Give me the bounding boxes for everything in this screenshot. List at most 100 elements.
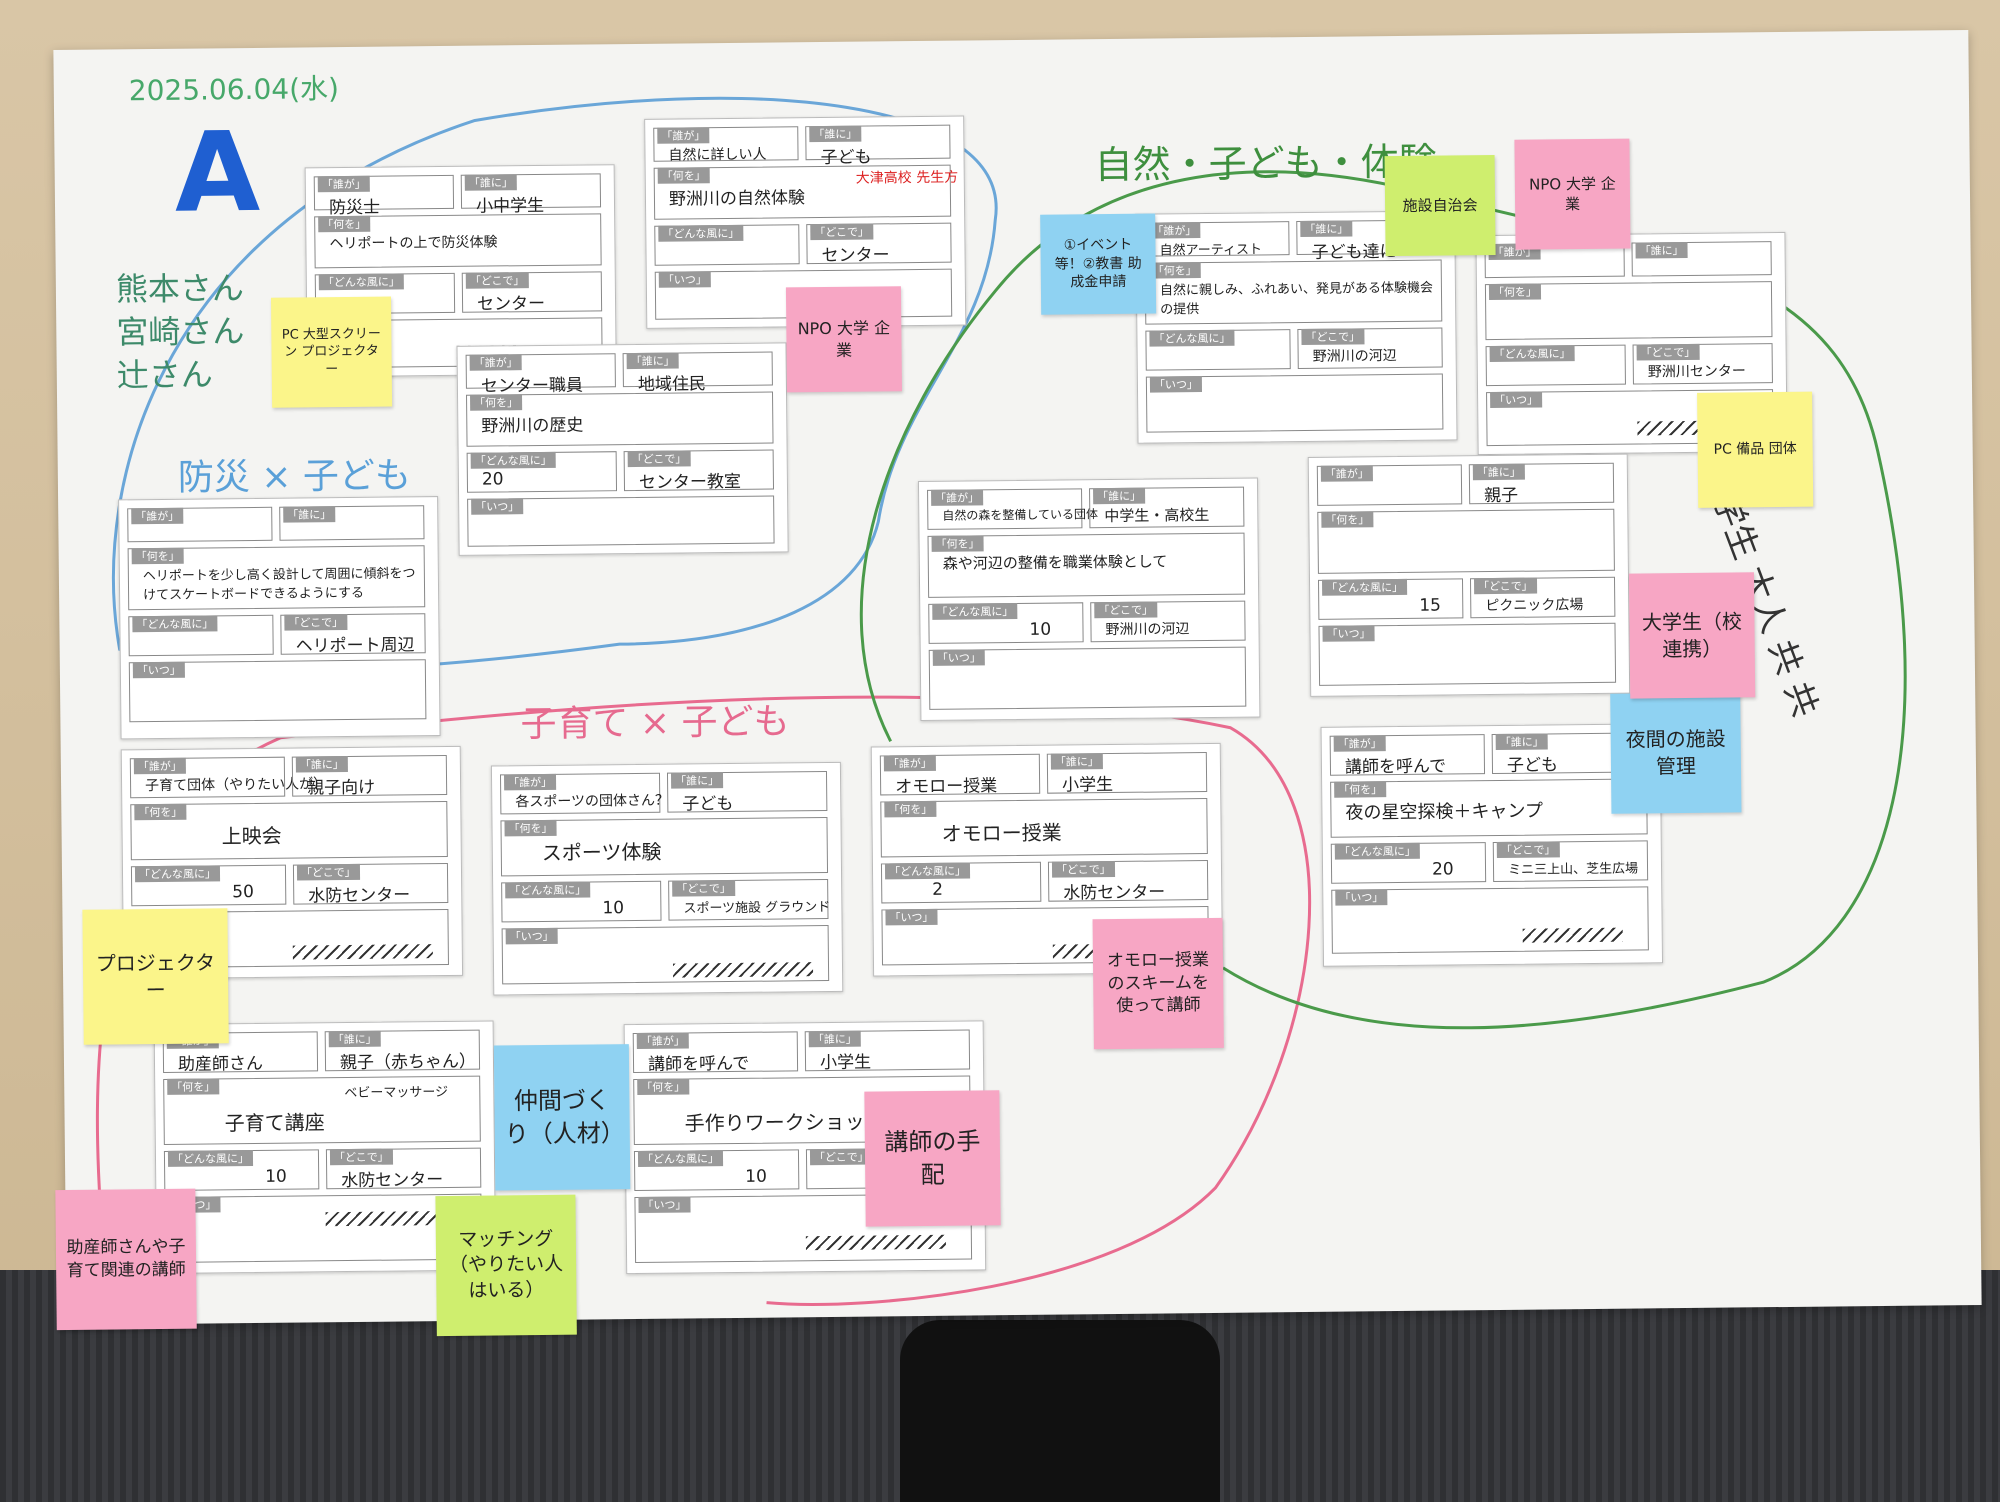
member-1: 熊本さん bbox=[115, 269, 245, 309]
when-field: 「いつ」 bbox=[928, 646, 1247, 710]
sticky-note-omoro: オモロー授業のスキームを使って講師 bbox=[1092, 917, 1224, 1050]
member-2: 宮崎さん bbox=[116, 312, 245, 352]
when-field: 「いつ」 bbox=[501, 924, 830, 985]
what-field: 「何を」自然に親しみ、ふれあい、発見がある体験機会の提供 bbox=[1144, 259, 1443, 325]
person-feet bbox=[900, 1320, 1220, 1502]
when-hatch bbox=[672, 962, 814, 978]
sticky-note-nakama: 仲間づくり（人材） bbox=[493, 1044, 631, 1191]
whom-field: 「誰に」地域住民 bbox=[622, 351, 773, 395]
poster-sheet: 2025.06.04(水) A 熊本さん 宮崎さん 辻さん 防災 × 子ども 子… bbox=[53, 30, 1982, 1337]
who-field: 「誰が」 bbox=[127, 506, 273, 543]
who-field: 「誰が」講師を呼んで bbox=[632, 1031, 799, 1075]
what-field: 「何を」ヘリポートを少し高く設計して周囲に傾斜をつけてスケートボードできるように… bbox=[127, 545, 426, 611]
whom-field: 「誰に」親子 bbox=[1468, 462, 1615, 506]
what-field: 「何を」スポーツ体験 bbox=[500, 816, 829, 877]
whom-field: 「誰に」小学生 bbox=[1046, 752, 1208, 796]
when-field: 「いつ」 bbox=[1331, 886, 1649, 954]
whom-field: 「誰に」親子（赤ちゃん） bbox=[324, 1029, 481, 1073]
how-field: 「どんな風に」 bbox=[1485, 344, 1626, 387]
member-3: 辻さん bbox=[116, 355, 213, 395]
how-field: 「どんな風に」20 bbox=[1330, 842, 1487, 884]
date-label: 2025.06.04(水) bbox=[128, 72, 340, 108]
where-field: 「どこで」ミニ三上山、芝生広場 bbox=[1492, 840, 1649, 883]
how-field: 「どんな風に」10 bbox=[633, 1149, 800, 1192]
whom-field: 「誰に」小学生 bbox=[804, 1029, 971, 1073]
theme-bosai: 防災 × 子ども bbox=[177, 455, 412, 499]
sticky-note-projector: プロジェクター bbox=[82, 908, 229, 1045]
sticky-note-jichikai: 施設自治会 bbox=[1384, 154, 1496, 257]
sticky-note-koushi: 講師の手配 bbox=[864, 1090, 1001, 1227]
when-field: 「いつ」 bbox=[467, 495, 775, 547]
when-field: 「いつ」 bbox=[164, 1193, 483, 1263]
what-field: 「何を」オモロー授業 bbox=[880, 798, 1208, 858]
whom-field: 「誰に」 bbox=[279, 505, 425, 541]
where-field: 「どこで」野洲川の河辺 bbox=[1297, 327, 1443, 370]
card-note: 大津高校 先生方 bbox=[855, 169, 959, 187]
what-field: 「何を」 bbox=[1317, 508, 1615, 574]
whom-field: 「誰に」小中学生 bbox=[460, 173, 602, 217]
whom-field: 「誰に」 bbox=[1631, 241, 1772, 277]
who-field: 「誰が」各スポーツの団体さん？ bbox=[499, 772, 669, 815]
sticky-note-pc-equipment: PC 備品 団体 bbox=[1697, 391, 1814, 508]
sticky-note-night-management: 夜間の施設管理 bbox=[1610, 692, 1742, 814]
what-field: 「何を」ヘリポートの上で防災体験 bbox=[314, 213, 602, 269]
where-field: 「どこで」ヘリポート周辺 bbox=[280, 613, 426, 657]
who-field: 「誰が」自然に詳しい人 bbox=[653, 126, 799, 164]
how-field: 「どんな風に」20 bbox=[466, 451, 618, 493]
how-field: 「どんな風に」10 bbox=[163, 1149, 320, 1191]
sticky-note-matching: マッチング（やりたい人はいる） bbox=[435, 1194, 577, 1337]
when-hatch bbox=[325, 1211, 446, 1227]
what-field: 「何を」夜の星空探検＋キャンプ bbox=[1330, 778, 1648, 838]
who-field: 「誰が」オモロー授業 bbox=[879, 753, 1041, 797]
where-field: 「どこで」水防センター bbox=[325, 1147, 482, 1191]
sticky-note-event-grant: ①イベント等！②教書 助成金申請 bbox=[1040, 213, 1157, 315]
when-hatch bbox=[292, 944, 433, 960]
when-field: 「いつ」 bbox=[128, 659, 427, 723]
sticky-note-equipment: PC 大型スクリーン プロジェクター bbox=[270, 296, 393, 408]
whom-field: 「誰に」中学生・高校生 bbox=[1089, 486, 1245, 529]
how-field: 「どんな風に」 bbox=[1145, 329, 1291, 371]
where-field: 「どこで」センター教室 bbox=[623, 449, 775, 493]
how-field: 「どんな風に」10 bbox=[928, 602, 1084, 644]
whom-field: 「誰に」親子向け bbox=[291, 754, 448, 798]
who-field: 「誰が」自然アーティスト bbox=[1144, 221, 1290, 258]
where-field: 「どこで」ピクニック広場 bbox=[1469, 576, 1616, 619]
group-letter: A bbox=[173, 107, 261, 237]
what-field: 「何を」 bbox=[1484, 281, 1773, 341]
who-field: 「誰が」自然の森を整備している団体 bbox=[927, 488, 1098, 530]
what-field: 「何を」子育て講座ベビーマッサージ bbox=[163, 1075, 481, 1145]
what-field: 「何を」森や河辺の整備を職業体験として bbox=[927, 532, 1246, 598]
who-field: 「誰が」センター職員 bbox=[465, 353, 616, 397]
who-field: 「誰が」防災士 bbox=[313, 174, 455, 218]
whom-field: 「誰に」子ども bbox=[666, 771, 828, 815]
theme-kosodate: 子育て × 子ども bbox=[520, 701, 790, 746]
what-field: 「何を」野洲川の歴史 bbox=[466, 391, 774, 447]
when-field: 「いつ」 bbox=[1145, 373, 1444, 433]
where-field: 「どこで」野洲川センター bbox=[1632, 343, 1773, 385]
when-hatch bbox=[805, 1234, 946, 1251]
how-field: 「どんな風に」15 bbox=[1317, 578, 1464, 620]
sticky-note-university: 大学生（校連携） bbox=[1628, 572, 1756, 699]
where-field: 「どこで」センター bbox=[806, 222, 952, 266]
bosai-boundary bbox=[112, 96, 998, 673]
where-field: 「どこで」スポーツ施設 グラウンド bbox=[668, 878, 830, 921]
how-field: 「どんな風に」50 bbox=[130, 864, 287, 907]
where-field: 「どこで」水防センター bbox=[1047, 860, 1209, 904]
whom-field: 「誰に」子ども bbox=[805, 124, 951, 168]
idea-card: 「誰が」 「誰に」 「何を」ヘリポートを少し高く設計して周囲に傾斜をつけてスケー… bbox=[118, 496, 441, 740]
idea-card: 「誰が」自然の森を整備している団体 「誰に」中学生・高校生 「何を」森や河辺の整… bbox=[917, 477, 1261, 722]
where-field: 「どこで」センター bbox=[461, 271, 603, 315]
who-field: 「誰が」 bbox=[1316, 464, 1463, 506]
idea-card: 「誰が」 「誰に」親子 「何を」 「どんな風に」15 「どこで」ピクニック広場 … bbox=[1307, 453, 1631, 697]
sticky-note-npo-1: NPO 大学 企業 bbox=[785, 286, 902, 393]
how-field: 「どんな風に」 bbox=[654, 224, 800, 266]
how-field: 「どんな風に」2 bbox=[880, 861, 1042, 904]
who-field: 「誰が」講師を呼んで bbox=[1329, 734, 1486, 778]
where-field: 「どこで」野洲川の河辺 bbox=[1090, 600, 1246, 643]
idea-card: 「誰が」センター職員 「誰に」地域住民 「何を」野洲川の歴史 「どんな風に」20… bbox=[456, 342, 789, 556]
who-field: 「誰が」子育て団体（やりたい人が） bbox=[129, 756, 327, 799]
when-hatch bbox=[1522, 927, 1623, 943]
how-field: 「どんな風に」10 bbox=[501, 880, 662, 923]
sticky-note-midwife: 助産師さんや子育て関連の講師 bbox=[55, 1188, 197, 1331]
sticky-note-npo-2: NPO 大学 企業 bbox=[1514, 138, 1631, 250]
